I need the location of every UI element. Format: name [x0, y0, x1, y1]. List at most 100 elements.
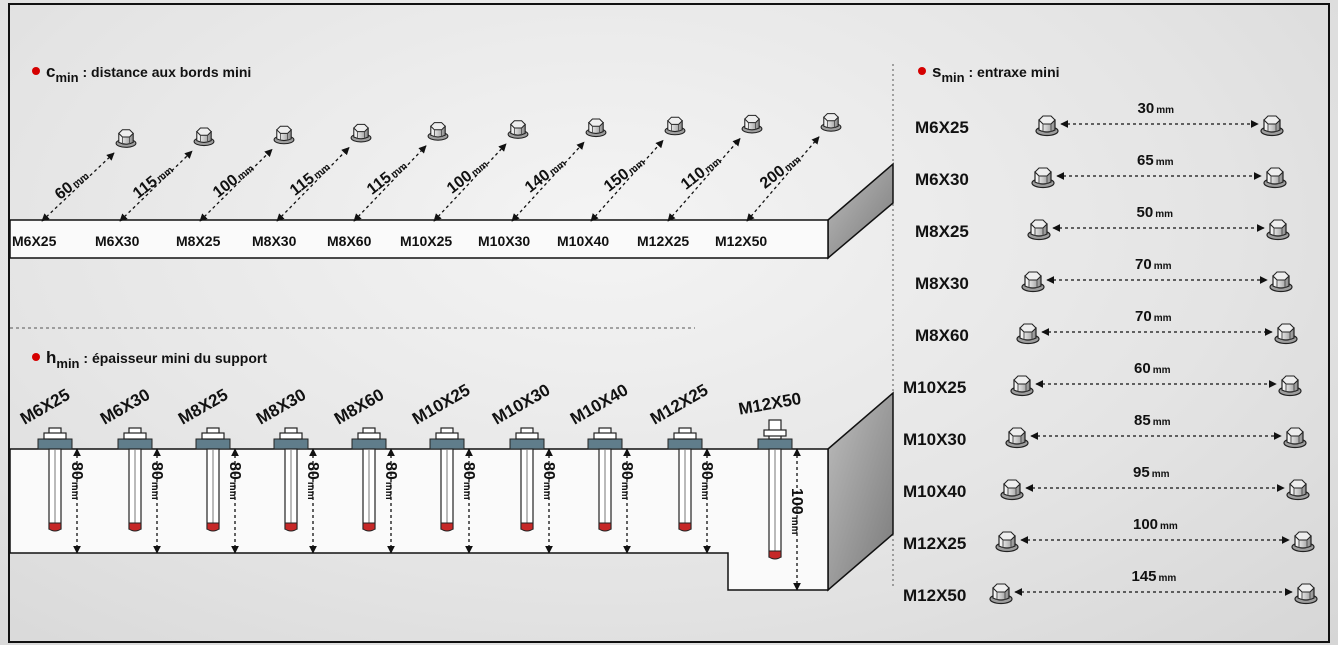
- smin-anchor-name: M8X30: [915, 274, 969, 294]
- nut-icon: [115, 129, 137, 148]
- cmin-anchor-name: M8X60: [327, 233, 371, 249]
- nut-icon: [1266, 219, 1290, 241]
- anchor-tip: [128, 522, 142, 532]
- anchor-tip: [48, 522, 62, 532]
- hmin-title: hmin : épaisseur mini du support: [32, 348, 267, 371]
- anchor-plate: [509, 438, 545, 450]
- cmin-name-text: M8X60: [327, 233, 372, 249]
- nut-icon: [1269, 271, 1293, 293]
- nut-icon: [820, 113, 842, 132]
- cmin-slab-side: [827, 162, 894, 260]
- cmin-dimension-line: [119, 150, 193, 222]
- cmin-anchor-name: M10X40: [557, 233, 609, 249]
- nut-icon: [1021, 271, 1045, 293]
- hmin-thickness-label: 80mm: [67, 462, 85, 500]
- cmin-name-text: M12X50: [715, 233, 768, 249]
- smin-val: 85: [1134, 412, 1151, 429]
- nut-icon: [1016, 323, 1040, 345]
- cmin-title: cmin : distance aux bords mini: [32, 62, 251, 85]
- anchor-tip: [520, 522, 534, 532]
- nut-icon: [1027, 219, 1051, 241]
- smin-val: 60: [1134, 360, 1151, 377]
- smin-val: 95: [1133, 464, 1150, 481]
- anchor-plate: [195, 438, 231, 450]
- smin-anchor-name: M10X25: [903, 378, 966, 398]
- nut-icon: [1286, 479, 1310, 501]
- smin-name-text: M8X30: [915, 274, 969, 293]
- cmin-name-text: M8X30: [252, 233, 297, 249]
- smin-name-text: M8X25: [915, 222, 969, 241]
- dim-unit: mm: [69, 481, 80, 500]
- nut-icon: [273, 125, 295, 145]
- dim-val: 80: [68, 462, 85, 480]
- nut-icon: [193, 127, 215, 147]
- smin-name-text: M6X30: [915, 170, 969, 189]
- dim-val: 100: [788, 488, 805, 515]
- smin-unit: mm: [1152, 365, 1171, 376]
- hmin-thickness-label: 80mm: [381, 462, 399, 500]
- dim-val: 80: [618, 462, 635, 480]
- smin-anchor-name: M12X25: [903, 534, 966, 554]
- anchor-washer: [515, 432, 539, 440]
- cmin-dimension-line: [590, 139, 664, 222]
- cmin-name-text: M10X25: [400, 233, 453, 249]
- anchor-plate: [587, 438, 623, 450]
- nut-icon: [995, 531, 1019, 553]
- cmin-anchor-name: M10X25: [400, 233, 452, 249]
- cmin-name-text: M10X40: [557, 233, 610, 249]
- nut-icon: [1000, 479, 1024, 501]
- smin-anchor-name: M10X30: [903, 430, 966, 450]
- cmin-anchor-name: M12X50: [715, 233, 767, 249]
- smin-val: 70: [1135, 308, 1152, 325]
- dim-unit: mm: [227, 481, 238, 500]
- dim-unit: mm: [789, 516, 800, 535]
- anchor-plate: [429, 438, 465, 450]
- cmin-dimension-line: [746, 136, 820, 222]
- dim-unit: mm: [383, 481, 394, 500]
- nut-icon: [1035, 115, 1059, 137]
- anchor-tip: [206, 522, 220, 532]
- cmin-name-text: M10X30: [478, 233, 531, 249]
- anchor-washer: [43, 432, 67, 440]
- smin-name-text: M12X25: [903, 534, 967, 553]
- nut-icon: [664, 116, 686, 136]
- cmin-dimension-line: [667, 138, 741, 222]
- smin-anchor-name: M6X30: [915, 170, 969, 190]
- smin-anchor-name: M6X25: [915, 118, 969, 138]
- cmin-name-text: M12X25: [637, 233, 690, 249]
- anchor-plate: [37, 438, 73, 450]
- cmin-name-text: M6X30: [95, 233, 140, 249]
- smin-title: smin : entraxe mini: [918, 62, 1060, 85]
- dim-unit: mm: [619, 481, 630, 500]
- smin-name-text: M8X60: [915, 326, 969, 345]
- hmin-thickness-label: 80mm: [459, 462, 477, 500]
- nut-icon: [1005, 427, 1029, 449]
- dim-unit: mm: [149, 481, 160, 500]
- nut-icon: [1031, 167, 1055, 189]
- cmin-dimension-line: [276, 147, 350, 222]
- anchor-washer: [357, 432, 381, 440]
- cmin-anchor-name: M12X25: [637, 233, 689, 249]
- smin-unit: mm: [1153, 261, 1172, 272]
- cmin-slab-face: [9, 219, 829, 259]
- anchor-tip: [768, 550, 782, 560]
- hmin-thickness-label: 80mm: [539, 462, 557, 500]
- nut-icon: [1263, 167, 1287, 189]
- smin-val: 100: [1133, 516, 1159, 533]
- smin-name-text: M10X40: [903, 482, 967, 501]
- anchor-tip: [598, 522, 612, 532]
- nut-icon: [1291, 531, 1315, 553]
- hmin-thickness-label: 80mm: [147, 462, 165, 500]
- nut-icon: [741, 114, 763, 134]
- hmin-thickness-label: 80mm: [617, 462, 635, 500]
- diagram-frame: [8, 3, 1330, 643]
- hmin-slab-side: [827, 391, 894, 592]
